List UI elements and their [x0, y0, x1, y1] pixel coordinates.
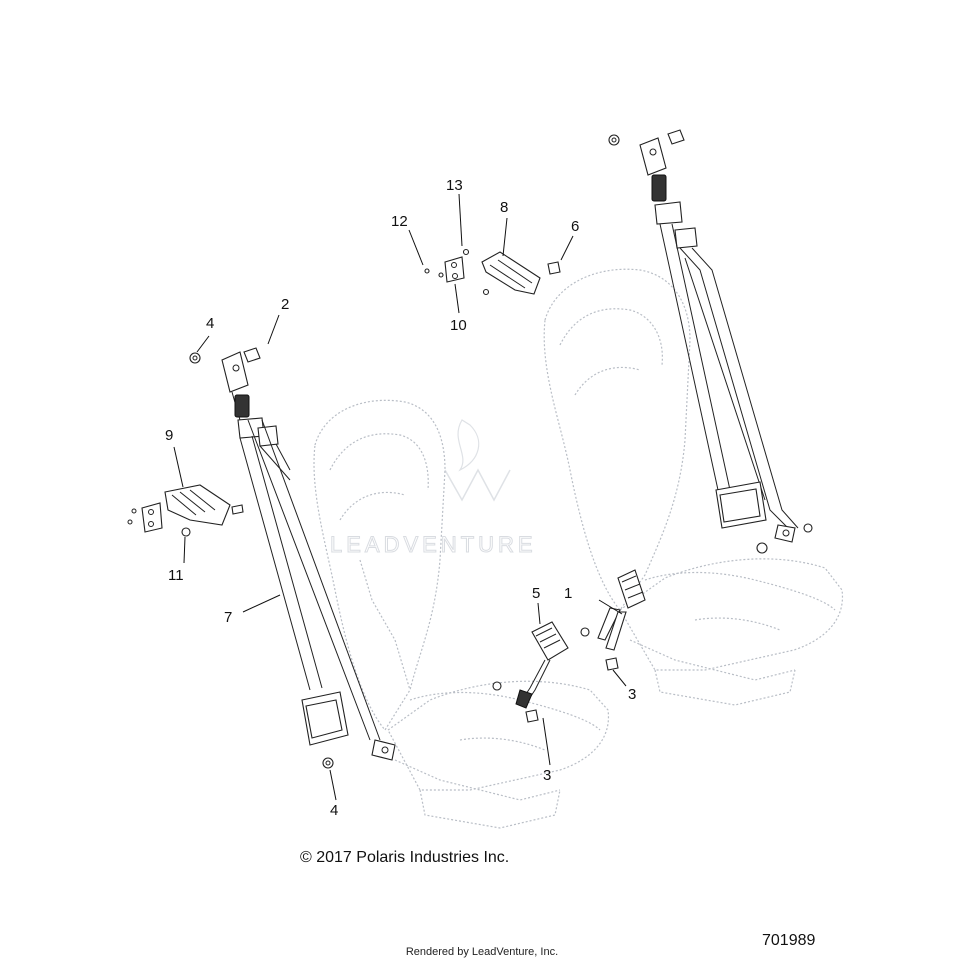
callout-4-bottom: 4	[330, 802, 338, 819]
copyright-notice: © 2017 Polaris Industries Inc.	[300, 849, 510, 866]
diagram-number: 701989	[762, 932, 816, 949]
callout-9: 9	[165, 427, 173, 444]
callout-13: 13	[446, 177, 463, 194]
callout-6: 6	[571, 218, 579, 235]
callout-5: 5	[532, 585, 540, 602]
upper-mount-bracket	[424, 248, 561, 296]
callout-12: 12	[391, 213, 408, 230]
left-seat	[313, 399, 610, 829]
watermark-text: LEADVENTURE	[330, 532, 537, 557]
right-buckle	[580, 569, 646, 671]
callout-2: 2	[281, 296, 289, 313]
left-buckle	[492, 621, 569, 723]
callout-4-top: 4	[206, 315, 214, 332]
callout-7: 7	[224, 609, 232, 626]
callout-3-left: 3	[543, 767, 551, 784]
left-hardware	[181, 347, 334, 769]
callout-8: 8	[500, 199, 508, 216]
rendered-by-footer: Rendered by LeadVenture, Inc.	[405, 946, 559, 958]
right-hardware	[608, 129, 813, 554]
callout-3-right: 3	[628, 686, 636, 703]
right-seat	[543, 268, 844, 706]
callout-10: 10	[450, 317, 467, 334]
callout-11: 11	[168, 567, 184, 584]
watermark-logo: LEADVENTURE	[330, 419, 537, 558]
left-mount-bracket	[127, 484, 244, 533]
callout-labels: 1 2 3 3 4 4 5 6 7 8 9 10 11 12 13	[165, 177, 636, 819]
leader-lines	[173, 193, 627, 801]
callout-1: 1	[564, 585, 572, 602]
left-seat-belt-retractor	[221, 351, 396, 761]
right-seat-belt-retractor	[639, 137, 799, 543]
